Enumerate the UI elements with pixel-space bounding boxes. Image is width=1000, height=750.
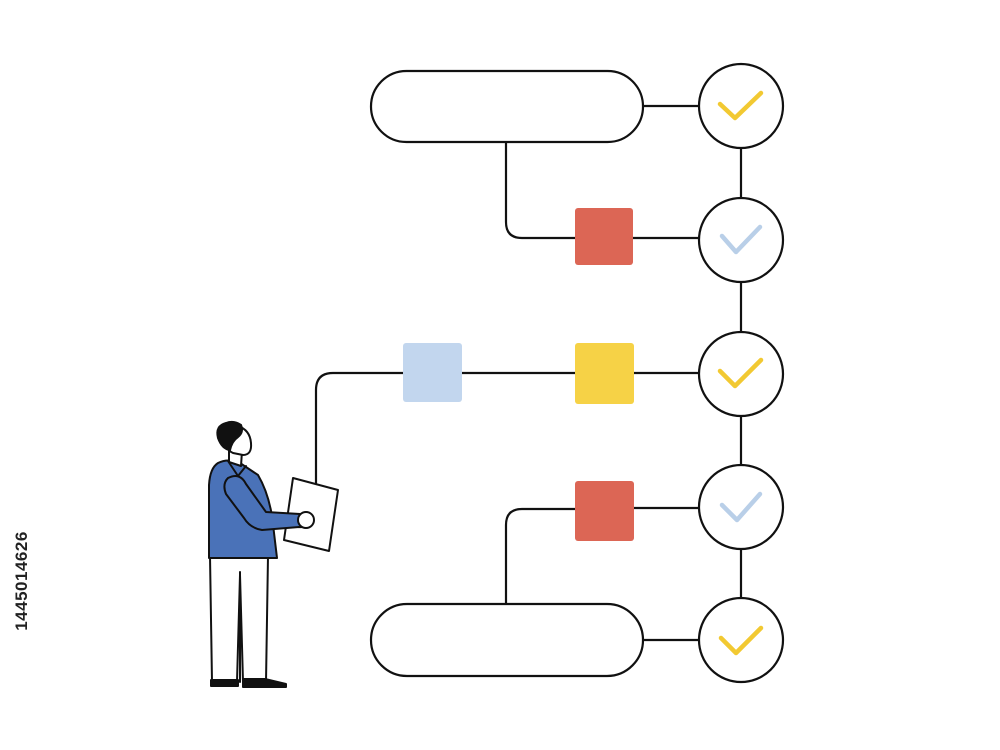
check-circle-2 [699, 198, 783, 282]
square-yellow [575, 343, 634, 404]
check-circle-1 [699, 64, 783, 148]
person-hand [298, 512, 314, 528]
connector-line [506, 142, 575, 238]
check-circle-3 [699, 332, 783, 416]
image-id-label: 1445014626 [4, 506, 40, 656]
connector-lines [316, 106, 741, 640]
check-circle-5 [699, 598, 783, 682]
person-holding-clipboard-icon [209, 422, 338, 687]
pill-box-top [371, 71, 643, 142]
pill-box-bottom [371, 604, 643, 676]
image-id-text: 1445014626 [12, 531, 32, 631]
square-blue [403, 343, 462, 402]
square-red-top [575, 208, 633, 265]
person-shoes [211, 679, 286, 687]
connector-line [506, 509, 575, 604]
square-red-bottom [575, 481, 634, 541]
check-circle-4 [699, 465, 783, 549]
connector-line [316, 373, 403, 484]
